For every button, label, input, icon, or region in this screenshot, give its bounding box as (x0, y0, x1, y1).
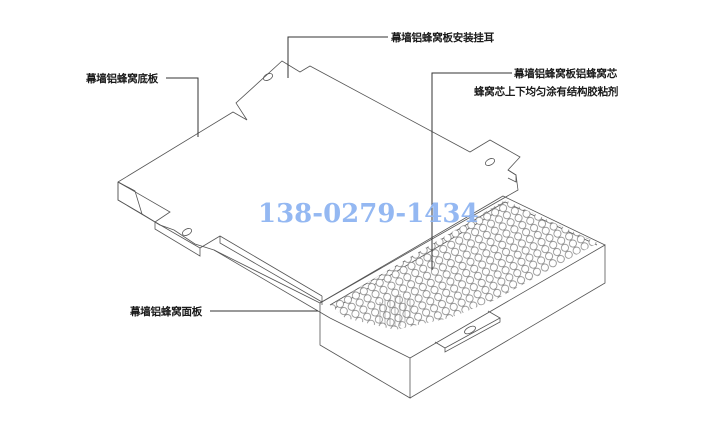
honeycomb-core (330, 200, 598, 330)
label-back-panel: 幕墙铝蜂窝底板 (86, 73, 159, 85)
watermark-phone: 138-0279-1434 (258, 199, 479, 229)
label-mounting-ear: 幕墙铝蜂窝板安装挂耳 (391, 32, 494, 44)
label-honeycomb-core: 幕墙铝蜂窝板铝蜂窝芯 (514, 68, 617, 80)
label-core-adhesive: 蜂窝芯上下均匀涂有结构胶粘剂 (474, 86, 619, 98)
label-face-panel: 幕墙铝蜂窝面板 (130, 306, 203, 318)
leader-lines (166, 36, 512, 312)
